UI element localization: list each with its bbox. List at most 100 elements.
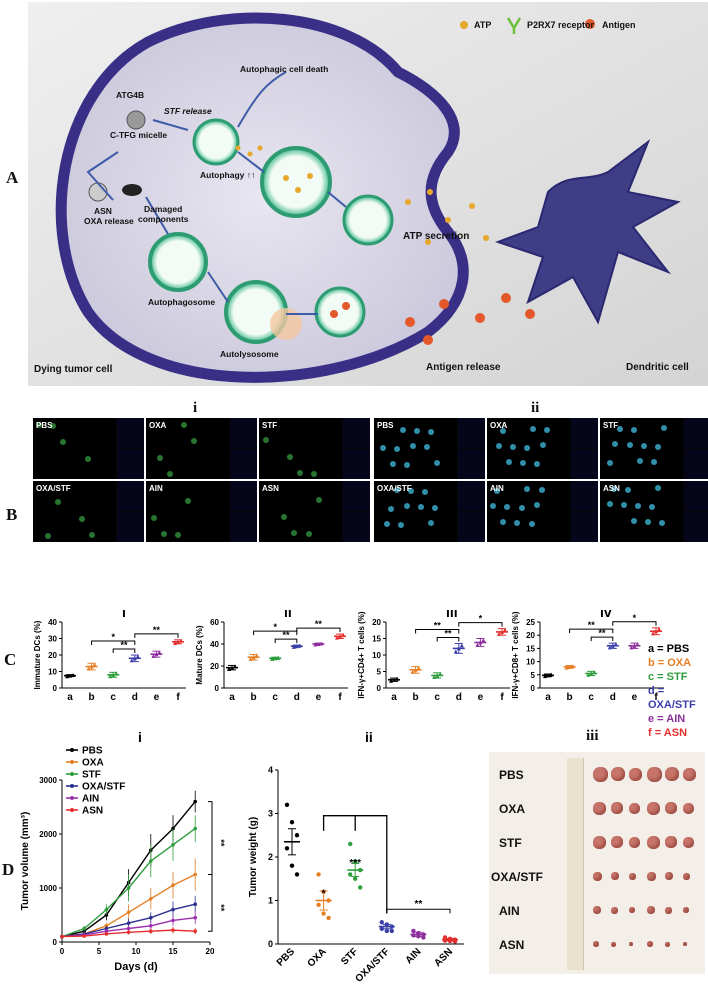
tumor-specimen [611,802,623,814]
x-tick-label: AIN [404,946,424,966]
micrograph-label: OXA/STF [36,484,71,493]
data-point [284,802,290,807]
tumor-specimen [593,801,606,815]
data-point [410,669,415,674]
data-point [68,673,72,678]
tumor-specimen [665,802,677,814]
legend-receptor-label: P2RX7 receptor [527,20,595,30]
significance-bracket [569,628,614,634]
legend-label: AIN [82,794,99,805]
vesicle-secretion [342,194,394,246]
micrograph-tile: OXA [487,418,598,479]
photo-row-label: PBS [499,768,524,782]
micrograph-label: STF [262,421,278,430]
data-point [171,883,175,888]
y-tick-label: 1 [268,896,273,906]
data-point [321,889,326,894]
y-tick-label: 20 [526,631,535,640]
data-point [171,918,175,923]
label-autophagosome: Autophagosome [148,297,215,307]
data-point [416,933,421,939]
photo-row-label: OXA [499,802,526,816]
data-point [294,872,300,877]
data-point [389,678,393,683]
label-asn: ASN [94,206,112,216]
tumor-specimen [593,871,602,881]
tumor-specimen [665,941,670,947]
x-tick-label: c [110,692,116,703]
legend-entry: a = PBS [648,643,690,655]
label-atp-secretion: ATP secretion [403,231,469,242]
y-tick-label: 5 [377,668,382,677]
micrograph-tile: AIN [487,481,598,542]
data-point [475,642,480,647]
y-axis-label: Tumor weight (g) [248,817,259,897]
panel-b-i-title: i [193,400,198,416]
tumor-specimen [629,767,642,781]
data-point [453,649,458,654]
x-tick-label: c [272,692,278,703]
x-tick-label: OXA [306,946,329,969]
data-point [193,915,197,920]
y-tick-label: 10 [48,668,57,677]
data-point [154,652,159,657]
micrograph-label: ASN [262,484,279,493]
tumor-specimen [665,836,677,848]
plot-title: i [122,610,126,620]
data-point [654,629,658,634]
data-point [570,664,575,669]
x-tick-label: e [316,692,322,703]
micrograph-label: AIN [490,484,504,493]
data-point [384,922,389,927]
x-tick-label: e [632,692,638,703]
data-point [104,907,109,912]
legend-marker [70,784,74,788]
label-damaged2: components [138,214,189,224]
data-point [227,666,231,671]
data-point [546,673,550,678]
data-point [421,932,426,937]
tumor-specimen [647,801,660,815]
x-tick-label: a [545,692,551,703]
x-tick-label: c [588,692,594,703]
data-point [379,926,384,931]
tumor-specimen [629,907,635,913]
x-tick-label: 20 [206,947,215,956]
micrograph-tile: ASN [600,481,708,542]
significance-label: ** [120,640,128,650]
legend-atp-label: ATP [474,20,491,30]
legend-marker [70,796,74,800]
data-point [270,656,275,661]
y-tick-label: 3000 [39,776,57,785]
tumor-specimen [647,906,655,914]
tumor-specimen [683,836,694,848]
data-point [92,662,97,667]
tumor-specimen [611,941,616,947]
x-tick-label: d [456,692,462,703]
data-point [416,930,421,936]
plot-title: i [138,730,142,745]
x-tick-label: ASN [432,946,455,969]
data-point [151,653,156,658]
data-point [358,885,363,890]
x-tick-label: b [89,692,95,703]
data-point [589,671,594,676]
data-point [348,841,353,847]
data-point [104,926,109,931]
x-tick-label: f [654,692,658,703]
data-point [126,921,131,925]
photo-row-label: AIN [499,904,520,918]
y-tick-label: 20 [372,618,381,627]
significance-bracket [208,801,213,932]
data-point [291,644,296,649]
x-tick-label: STF [339,946,360,967]
data-point [379,920,384,925]
data-point [71,673,75,678]
plot-title: ii [284,610,292,620]
micrograph-tile: OXA [146,418,257,479]
data-point [358,867,363,873]
data-point [193,929,197,933]
data-point [149,929,153,933]
micrograph-tile: STF [259,418,370,479]
